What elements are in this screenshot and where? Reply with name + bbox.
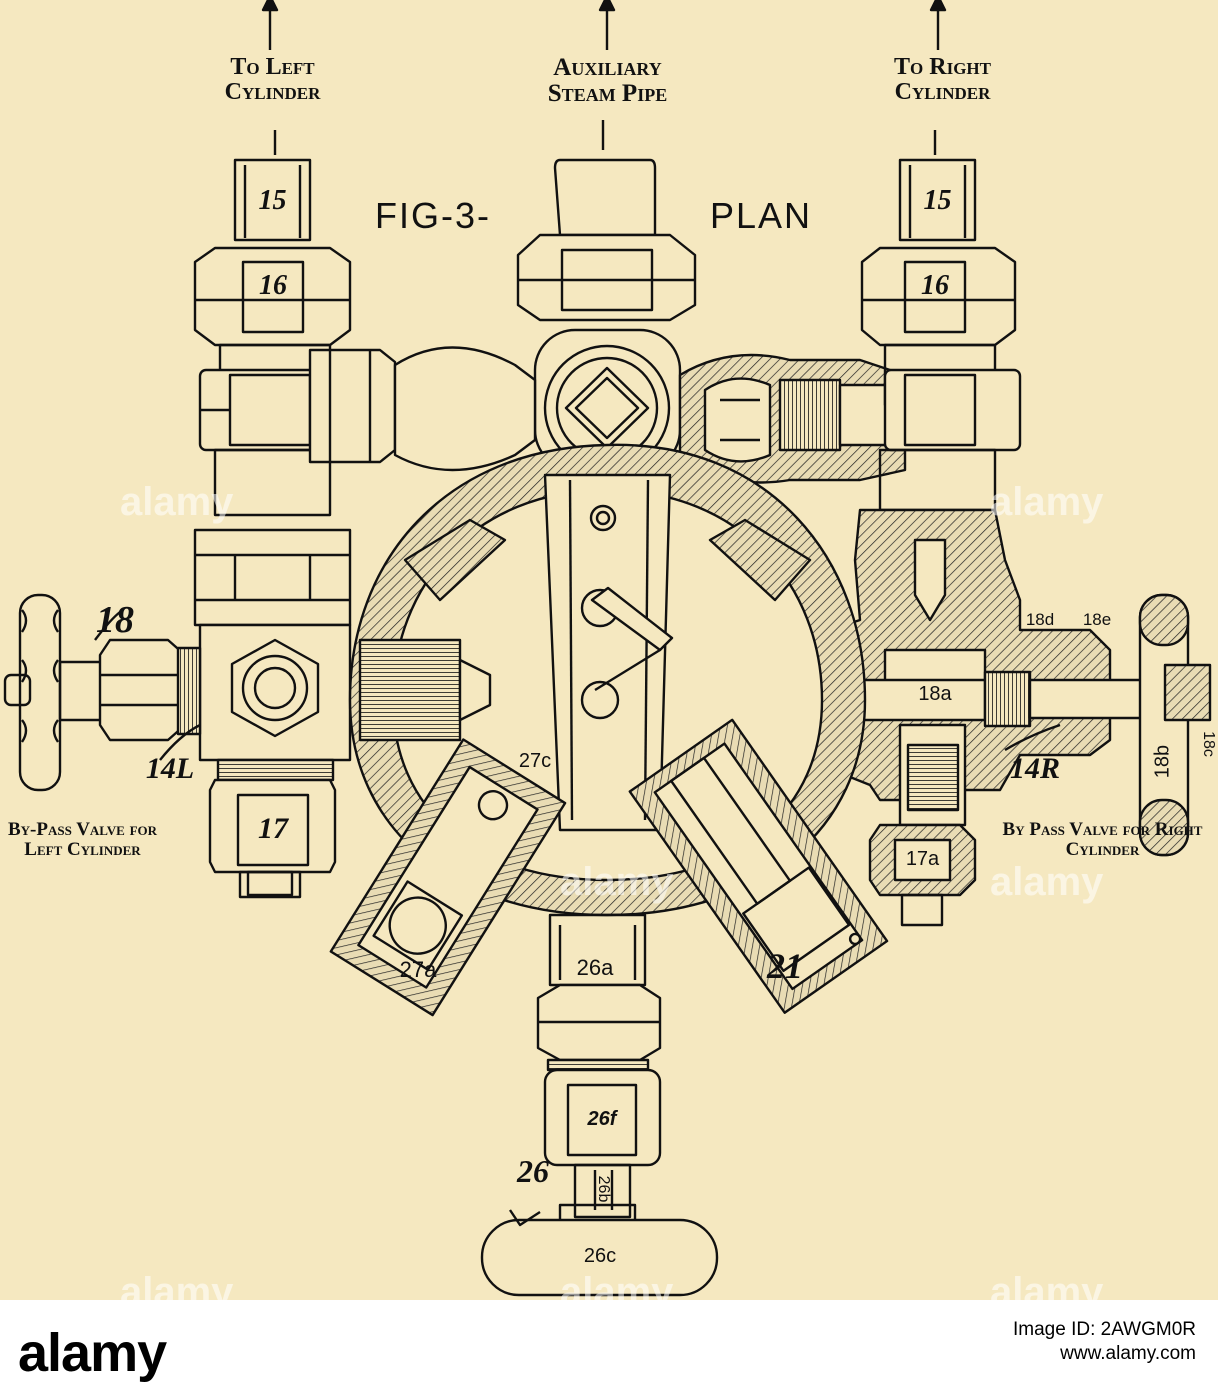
part-18: 18 <box>96 599 134 641</box>
part-27c: 27c <box>518 750 552 772</box>
part-18d: 18d <box>1025 610 1055 629</box>
part-18a: 18a <box>918 683 952 705</box>
label-to-left-cylinder: To Left Cylinder <box>224 54 321 106</box>
leader-14R <box>1004 723 1061 752</box>
watermark: alamy <box>990 1270 1104 1300</box>
footer-bar <box>0 1300 1218 1390</box>
left-handwheel <box>3 593 202 792</box>
figure-title: FIG-3- <box>375 195 491 236</box>
part-14L: 14L <box>145 752 195 785</box>
image-id: Image ID: 2AWGM0R <box>1012 1319 1196 1340</box>
left-pipe-assembly <box>193 158 352 899</box>
left-angled-cylinder <box>329 738 567 1017</box>
part-26a: 26a <box>576 955 614 980</box>
part-14R: 14R <box>1009 752 1060 785</box>
flow-arrow-left <box>261 0 279 155</box>
label-bypass-left: By-Pass Valve for Left Cylinder <box>7 819 158 860</box>
bottom-stem-assembly <box>480 913 719 1297</box>
part-18e: 18e <box>1082 610 1112 629</box>
part-18b: 18b <box>1151 744 1174 779</box>
flow-arrow-center <box>598 0 616 150</box>
watermark: alamy <box>120 480 234 524</box>
right-handwheel <box>1138 593 1212 857</box>
center-upper-pipe <box>516 158 697 472</box>
label-auxiliary-steam-pipe: Auxiliary Steam Pipe <box>547 54 668 108</box>
part-26b: 26b <box>595 1175 612 1203</box>
part-27a: 27a <box>399 957 437 982</box>
watermark: alamy <box>560 1270 674 1300</box>
part-18c: 18c <box>1200 731 1217 757</box>
footer-info: Image ID: 2AWGM0R www.alamy.com <box>1013 1318 1196 1366</box>
part-26f: 26f <box>587 1108 617 1130</box>
part-15-right: 15 <box>923 185 952 216</box>
part-26c: 26c <box>583 1245 617 1267</box>
site-url: www.alamy.com <box>1060 1343 1196 1364</box>
label-bypass-right: By Pass Valve for Right Cylinder <box>1002 819 1203 860</box>
part-26: 26 <box>517 1153 549 1189</box>
brand-logo: alamy <box>18 1323 167 1383</box>
leader-18 <box>94 611 121 641</box>
valve-drawing <box>3 0 1212 1297</box>
watermark: alamy <box>120 1270 234 1300</box>
watermark: alamy <box>990 480 1104 524</box>
leader-14L <box>159 723 201 761</box>
part-15-left: 15 <box>258 185 287 216</box>
flow-arrow-right <box>929 0 947 155</box>
part-16-right: 16 <box>921 270 949 301</box>
watermark: alamy <box>990 860 1104 904</box>
label-to-right-cylinder: To Right Cylinder <box>894 54 991 106</box>
part-17: 17 <box>258 812 288 845</box>
figure-view: PLAN <box>710 195 813 236</box>
part-21: 21 <box>767 946 803 986</box>
right-angled-cylinder <box>628 718 889 1014</box>
part-16-left: 16 <box>259 270 287 301</box>
left-ball-union <box>308 346 537 472</box>
part-17a: 17a <box>905 848 940 870</box>
watermark: alamy <box>560 860 674 904</box>
right-ball-union <box>678 353 907 484</box>
diagram-plate: alamy alamy alamy alamy alamy alamy alam… <box>0 0 1218 1300</box>
